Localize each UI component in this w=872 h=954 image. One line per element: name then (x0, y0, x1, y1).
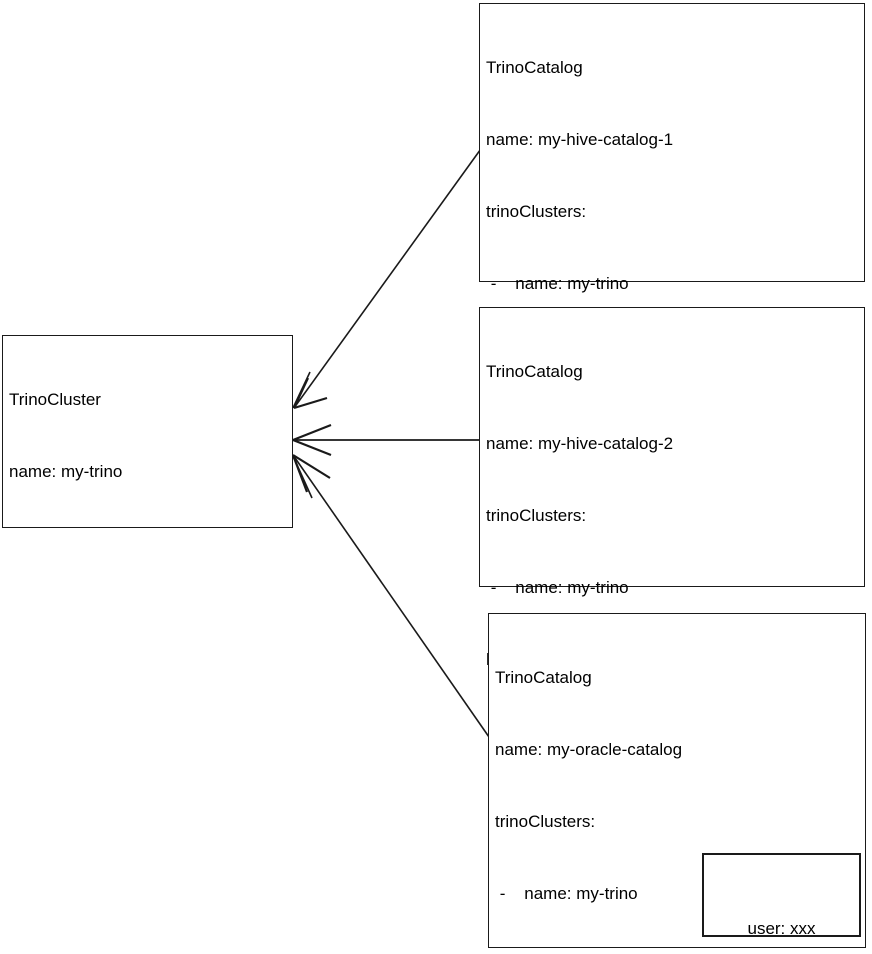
node-line: name: my-hive-catalog-1 (486, 130, 674, 149)
edge-line (293, 145, 484, 409)
node-line: trinoClusters: (486, 202, 587, 221)
node-line: - name: my-trino (486, 274, 629, 293)
node-line: TrinoCatalog (495, 668, 592, 687)
node-trino-catalog-hive-2[interactable]: TrinoCatalog name: my-hive-catalog-2 tri… (479, 307, 865, 885)
node-line: TrinoCatalog (486, 58, 583, 77)
arrowhead-stroke (292, 371, 311, 409)
edge-catalog-2-to-cluster (292, 423, 480, 457)
arrowhead-barb-upper (292, 454, 331, 479)
node-line: user: xxx (747, 919, 816, 938)
node-line: - name: my-trino (486, 578, 629, 597)
node-trino-cluster[interactable]: TrinoCluster name: my-trino (2, 335, 293, 528)
node-trino-catalog-hive-1[interactable]: TrinoCatalog name: my-hive-catalog-1 tri… (479, 3, 865, 653)
node-line: name: my-trino (9, 462, 123, 481)
node-oracle-credentials-secret-text: user: xxx password: xxx (704, 869, 859, 954)
arrowhead-barb-upper (292, 423, 332, 442)
node-line: TrinoCatalog (486, 362, 583, 381)
edge-line (292, 454, 490, 738)
arrowhead-barb-upper (293, 396, 328, 410)
node-line: TrinoCluster (9, 390, 101, 409)
node-line: trinoClusters: (495, 812, 596, 831)
node-trino-cluster-text: TrinoCluster name: my-trino (9, 340, 288, 532)
edge-catalog-3-to-cluster (291, 454, 490, 738)
node-line: name: my-hive-catalog-2 (486, 434, 674, 453)
arrowhead-barb-lower (293, 377, 309, 409)
arrowhead-barb-lower (291, 454, 309, 493)
node-oracle-credentials-secret[interactable]: user: xxx password: xxx (702, 853, 861, 938)
arrowhead-stroke (292, 455, 313, 499)
node-line: - name: my-trino (495, 884, 638, 903)
node-trino-catalog-oracle-text: TrinoCatalog name: my-oracle-catalog tri… (495, 618, 861, 954)
arrowhead-barb-lower (292, 438, 332, 457)
edge-catalog-1-to-cluster (293, 145, 484, 410)
node-line: trinoClusters: (486, 506, 587, 525)
arrow-cluster-convergence (292, 371, 313, 499)
node-line: name: my-oracle-catalog (495, 740, 683, 759)
